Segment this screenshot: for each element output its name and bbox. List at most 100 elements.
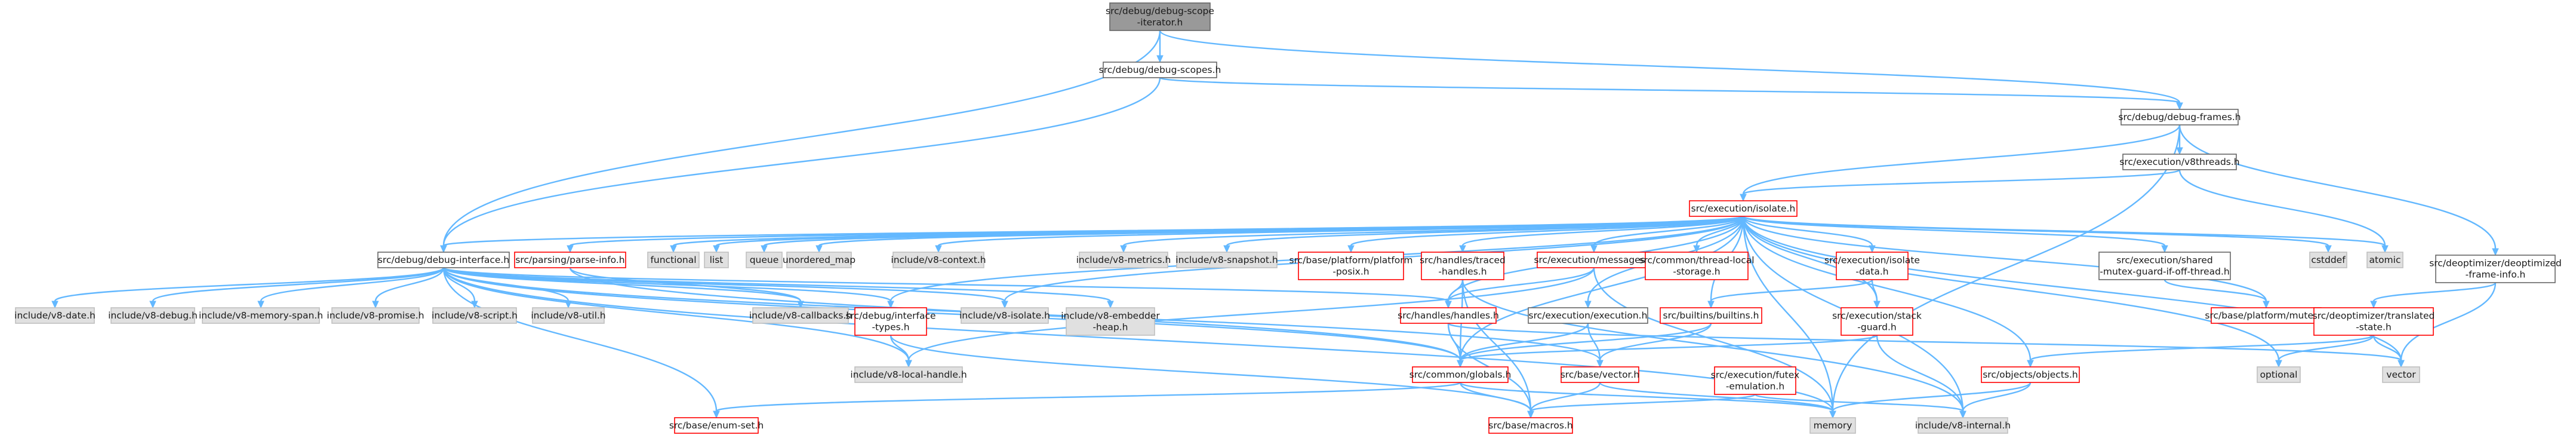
edge-debugiface-to-v8promise xyxy=(374,267,445,302)
node-label-v8snapshot-line-1: include/v8-snapshot.h xyxy=(1175,255,1278,265)
node-v8debug: include/v8-debug.h xyxy=(108,307,198,324)
node-box-mutex[interactable] xyxy=(2211,307,2322,324)
node-label-messages-line-1: src/execution/messages.h xyxy=(1534,255,1654,265)
node-box-stackguard[interactable] xyxy=(1841,307,1913,336)
node-box-builtins[interactable] xyxy=(1660,307,1762,324)
edge-arrowhead-debugiface-to-v8isolate xyxy=(1001,301,1008,309)
node-deoptimized[interactable]: src/deoptimizer/deoptimized-frame-info.h xyxy=(2429,255,2562,283)
node-box-debugiface[interactable] xyxy=(377,252,510,268)
node-platformposix[interactable]: src/base/platform/platform-posix.h xyxy=(1289,252,1413,280)
edge-debugiface-to-v8debug xyxy=(152,267,445,302)
edge-isolate-to-messages xyxy=(1593,216,1744,246)
node-isolate[interactable]: src/execution/isolate.h xyxy=(1689,200,1798,217)
node-label-sharedmutex-line-1: src/execution/shared xyxy=(2116,255,2212,266)
node-threadlocal[interactable]: src/common/thread-local-storage.h xyxy=(1639,252,1755,280)
node-box-sharedmutex[interactable] xyxy=(2098,252,2231,280)
node-box-tracedhandles[interactable] xyxy=(1421,252,1504,280)
node-debugiface[interactable]: src/debug/debug-interface.h xyxy=(377,252,510,268)
node-objects[interactable]: src/objects/objects.h xyxy=(1981,366,2080,383)
edge-isolate-to-tracedhandles xyxy=(1461,215,1744,247)
node-box-execution[interactable] xyxy=(1528,307,1648,324)
node-box-translated[interactable] xyxy=(2313,307,2434,336)
node-list: list xyxy=(704,252,729,268)
node-v8script: include/v8-script.h xyxy=(432,307,518,324)
edge-isolate-to-platformposix xyxy=(1350,215,1744,247)
node-label-translated-line-2: -state.h xyxy=(2356,322,2392,333)
node-box-v8isolate xyxy=(961,307,1049,324)
node-root[interactable]: src/debug/debug-scope-iterator.h xyxy=(1106,2,1214,31)
node-box-enumset[interactable] xyxy=(674,417,759,434)
node-execution[interactable]: src/execution/execution.h xyxy=(1528,307,1648,324)
node-box-ifacetypes[interactable] xyxy=(854,307,927,336)
node-sharedmutex[interactable]: src/execution/shared-mutex-guard-if-off-… xyxy=(2098,252,2231,280)
node-label-translated-line-1: src/deoptimizer/translated xyxy=(2313,311,2435,321)
node-futex[interactable]: src/execution/futex-emulation.h xyxy=(1711,366,1799,395)
node-label-vector-line-1: vector xyxy=(2386,369,2416,380)
node-box-isolatedata[interactable] xyxy=(1836,252,1909,280)
edge-isolate-to-stackguard xyxy=(1742,216,1878,302)
node-label-v8date-line-1: include/v8-date.h xyxy=(14,310,96,321)
dependency-nodes: src/debug/debug-scope-iterator.h src/debu… xyxy=(14,2,2562,434)
edge-debugiface-to-enumset xyxy=(442,267,718,412)
node-box-isolate[interactable] xyxy=(1689,200,1798,217)
node-ifacetypes[interactable]: src/debug/interface-types.h xyxy=(845,307,936,336)
node-box-globals[interactable] xyxy=(1412,366,1509,383)
node-box-root[interactable] xyxy=(1109,2,1211,31)
edge-isolate-to-atomic xyxy=(1742,215,2386,247)
node-box-messages[interactable] xyxy=(1537,252,1651,268)
node-parseinfo[interactable]: src/parsing/parse-info.h xyxy=(514,252,626,268)
node-box-embedderheap xyxy=(1066,307,1155,336)
edge-arrowhead-v8threads-to-isolate xyxy=(1740,194,1747,202)
edge-translated-to-optional xyxy=(2278,335,2375,361)
node-basevector[interactable]: src/base/vector.h xyxy=(1561,366,1640,383)
edge-arrowhead-isolate-to-v8context xyxy=(935,245,942,253)
node-box-scopes[interactable] xyxy=(1103,62,1217,78)
node-label-embedderheap-line-1: include/v8-embedder xyxy=(1061,311,1160,321)
node-scopes[interactable]: src/debug/debug-scopes.h xyxy=(1099,62,1221,78)
node-builtins[interactable]: src/builtins/builtins.h xyxy=(1660,307,1762,324)
node-label-frames-line-1: src/debug/debug-frames.h xyxy=(2118,112,2240,122)
node-box-macros[interactable] xyxy=(1488,417,1573,434)
node-label-v8threads-line-1: src/execution/v8threads.h xyxy=(2119,157,2239,167)
node-translated[interactable]: src/deoptimizer/translated-state.h xyxy=(2313,307,2435,336)
edge-arrowhead-debugiface-to-v8date xyxy=(51,301,59,309)
node-frames[interactable]: src/debug/debug-frames.h xyxy=(2118,109,2241,125)
node-macros[interactable]: src/base/macros.h xyxy=(1488,417,1573,434)
node-label-v8metrics-line-1: include/v8-metrics.h xyxy=(1076,255,1171,265)
node-v8threads[interactable]: src/execution/v8threads.h xyxy=(2119,154,2240,170)
edge-messages-to-handles xyxy=(1447,267,1595,302)
node-globals[interactable]: src/common/globals.h xyxy=(1409,366,1512,383)
node-label-threadlocal-line-1: src/common/thread-local xyxy=(1639,255,1754,266)
node-box-objects[interactable] xyxy=(1981,366,2080,383)
node-box-queue xyxy=(746,252,783,268)
node-label-mutex-line-1: src/base/platform/mutex.h xyxy=(2205,310,2327,321)
node-box-basevector[interactable] xyxy=(1561,366,1639,383)
node-box-v8internal xyxy=(1918,417,2008,434)
node-label-handles-line-1: src/handles/handles.h xyxy=(1398,310,1499,321)
edge-parseinfo-to-v8callbacks xyxy=(569,267,802,302)
node-handles[interactable]: src/handles/handles.h xyxy=(1398,307,1499,324)
node-stackguard[interactable]: src/execution/stack-guard.h xyxy=(1832,307,1922,336)
node-enumset[interactable]: src/base/enum-set.h xyxy=(669,417,764,434)
node-box-v8threads[interactable] xyxy=(2122,154,2237,170)
node-tracedhandles[interactable]: src/handles/traced-handles.h xyxy=(1420,252,1506,280)
node-box-frames[interactable] xyxy=(2120,109,2239,125)
node-label-scopes-line-1: src/debug/debug-scopes.h xyxy=(1099,65,1221,75)
node-box-threadlocal[interactable] xyxy=(1645,252,1749,280)
node-box-v8metrics xyxy=(1079,252,1168,268)
edge-scopes-to-debugiface xyxy=(442,77,1161,246)
node-box-futex[interactable] xyxy=(1714,366,1796,395)
edge-arrowhead-frames-to-v8threads xyxy=(2176,147,2183,155)
edge-arrowhead-translated-to-optional xyxy=(2275,360,2282,368)
node-box-handles[interactable] xyxy=(1400,307,1497,324)
edge-arrowhead-isolate-to-v8snapshot xyxy=(1223,245,1230,253)
node-box-deoptimized[interactable] xyxy=(2435,255,2556,283)
node-messages[interactable]: src/execution/messages.h xyxy=(1534,252,1654,268)
node-box-platformposix[interactable] xyxy=(1298,252,1404,280)
node-label-localhandle-line-1: include/v8-local-handle.h xyxy=(850,369,967,380)
node-isolatedata[interactable]: src/execution/isolate-data.h xyxy=(1824,252,1920,280)
node-mutex[interactable]: src/base/platform/mutex.h xyxy=(2205,307,2328,324)
node-box-parseinfo[interactable] xyxy=(514,252,626,268)
edge-translated-to-vector xyxy=(2372,335,2402,361)
edge-arrowhead-isolate-to-functional xyxy=(670,245,677,253)
